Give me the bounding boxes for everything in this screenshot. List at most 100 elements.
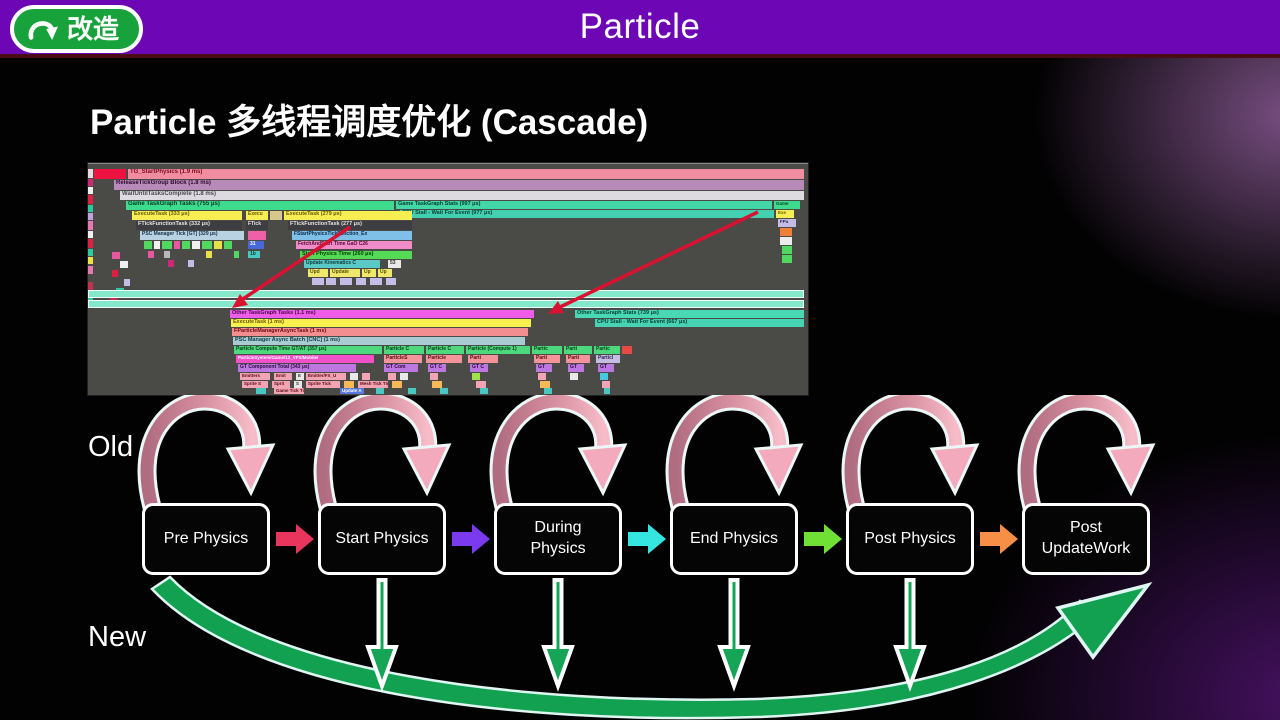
profiler-bar — [340, 278, 352, 285]
profiler-bar — [780, 237, 792, 245]
profiler-bar: FTick — [246, 221, 268, 230]
profiler-bar: FetchAndStart Time GaO C26 — [296, 241, 412, 249]
profiler-bar — [88, 249, 93, 256]
profiler-bar: Emitter/FX_U — [306, 373, 346, 380]
profiler-bar: Particl — [596, 355, 620, 363]
profiler-bar — [376, 388, 384, 394]
stage-box: During Physics — [494, 503, 622, 575]
profiler-bar: Up — [362, 269, 376, 277]
header-title: Particle — [579, 7, 701, 46]
stage-box: Post Physics — [846, 503, 974, 575]
stage-label: Pre Physics — [163, 529, 249, 547]
profiler-bar: Particle C — [384, 346, 424, 354]
profiler-bar: Emit — [274, 373, 292, 380]
profiler-bar: 31 — [248, 241, 264, 249]
badge: 改造 — [10, 5, 144, 53]
profiler-bar: GT — [598, 364, 614, 372]
profiler-bar — [388, 373, 396, 380]
profiler-bar: FStartPhysicsTickFunction_Ex — [292, 231, 412, 240]
profiler-bar — [164, 251, 170, 258]
profiler-bar: Particle C — [426, 346, 464, 354]
profiler-bar: WaitUntilTasksComplete (1.8 ms) — [120, 191, 804, 200]
profiler-bar — [144, 241, 152, 249]
profiler-bar — [780, 228, 792, 236]
profiler-bar: Sprit — [272, 381, 290, 388]
profiler-bar — [370, 278, 382, 285]
profiler-bar: Sprite Tick — [306, 381, 340, 388]
profiler-bar — [386, 278, 396, 285]
profiler-bar — [782, 255, 792, 263]
profiler-bar — [94, 169, 126, 179]
profiler-bar: Particle Compute Time GT/AT (357 μs) — [234, 346, 382, 354]
stage-box: Post UpdateWork — [1022, 503, 1150, 575]
profiler-bar — [476, 381, 486, 388]
profiler-bar: GT — [536, 364, 552, 372]
old-loop-arrows — [137, 395, 1156, 510]
profiler-bar: PSC Manager Tick [GT] (329 μs) — [140, 231, 244, 240]
profiler-bar — [168, 260, 174, 267]
profiler-bar — [344, 381, 354, 388]
profiler-bar: Game Tick Ti — [274, 388, 304, 394]
profiler-bar: ParticleS — [384, 355, 422, 363]
profiler-bar — [88, 282, 93, 292]
profiler-bar: Particle (Compute 1) — [466, 346, 530, 354]
profiler-bar: Up — [378, 269, 392, 277]
profiler-bar — [270, 211, 282, 220]
profiler-bar: Upd — [308, 269, 328, 277]
flow-arrows-overlay — [137, 395, 1156, 720]
profiler-bar — [480, 388, 488, 394]
profiler-bar: ExecuteTask (279 μs) — [284, 211, 412, 220]
profiler-bar — [256, 388, 266, 394]
profiler-bar: 1b — [248, 251, 260, 258]
stage-box: Pre Physics — [142, 503, 270, 575]
profiler-bar — [602, 381, 610, 388]
profiler-bar — [248, 231, 266, 240]
profiler-bar — [112, 270, 118, 277]
profiler-bar: ExecuteTask (1 ms) — [231, 319, 531, 327]
profiler-bar: 53 — [388, 260, 401, 268]
profiler-bar — [88, 257, 93, 264]
profiler-bar: GT Com — [384, 364, 418, 372]
profiler-bar: GT C — [470, 364, 488, 372]
profiler-bar — [162, 241, 172, 249]
stage-label: During Physics — [530, 519, 586, 557]
profiler-bar: Execu — [246, 211, 268, 220]
profiler-bar — [782, 246, 792, 254]
undo-arrow-icon — [28, 21, 58, 40]
profiler-bar: TG_StartPhysics (1.9 ms) — [128, 169, 804, 179]
stage-box: End Physics — [670, 503, 798, 575]
profiler-bar: GT — [568, 364, 584, 372]
profiler-bar — [538, 373, 546, 380]
profiler-bar: ReleaseTickGroup Block (1.8 ms) — [114, 180, 804, 190]
profiler-bar — [400, 373, 408, 380]
profiler-bar: FPa — [778, 219, 796, 227]
profiler-bar — [174, 241, 180, 249]
badge-label: 改造 — [67, 14, 120, 44]
profiler-bar — [622, 346, 632, 354]
new-swoosh-arrow — [150, 575, 1153, 720]
stage-label: Post UpdateWork — [1041, 519, 1131, 557]
profiler-bar — [600, 373, 608, 380]
new-vertical-arrows — [365, 578, 927, 692]
profiler-bar: Parti — [468, 355, 498, 363]
profiler-bar — [182, 241, 190, 249]
profiler-bar — [88, 169, 93, 178]
stage-label: End Physics — [689, 529, 779, 547]
profiler-bar: Parti — [566, 355, 590, 363]
profiler-bar: Exe — [776, 210, 794, 218]
profiler-bar — [408, 388, 416, 394]
profiler-bar — [124, 279, 130, 286]
profiler-bar — [214, 241, 222, 249]
profiler-bar: Game TaskGraph Stats (997 μs) — [396, 201, 772, 209]
profiler-bar: Mesh Tick Tim — [358, 381, 388, 388]
old-label: Old — [88, 431, 134, 463]
profiler-bar — [88, 300, 804, 308]
profiler-bar: GT Component Total (343 μs) — [238, 364, 356, 372]
stage-box: Start Physics — [318, 503, 446, 575]
profiler-bar — [88, 195, 93, 204]
stage-connector-arrows — [276, 524, 1018, 554]
profiler-bar — [356, 278, 366, 285]
profiler-bar — [112, 252, 120, 259]
profiler-bar: Sprite S — [242, 381, 268, 388]
